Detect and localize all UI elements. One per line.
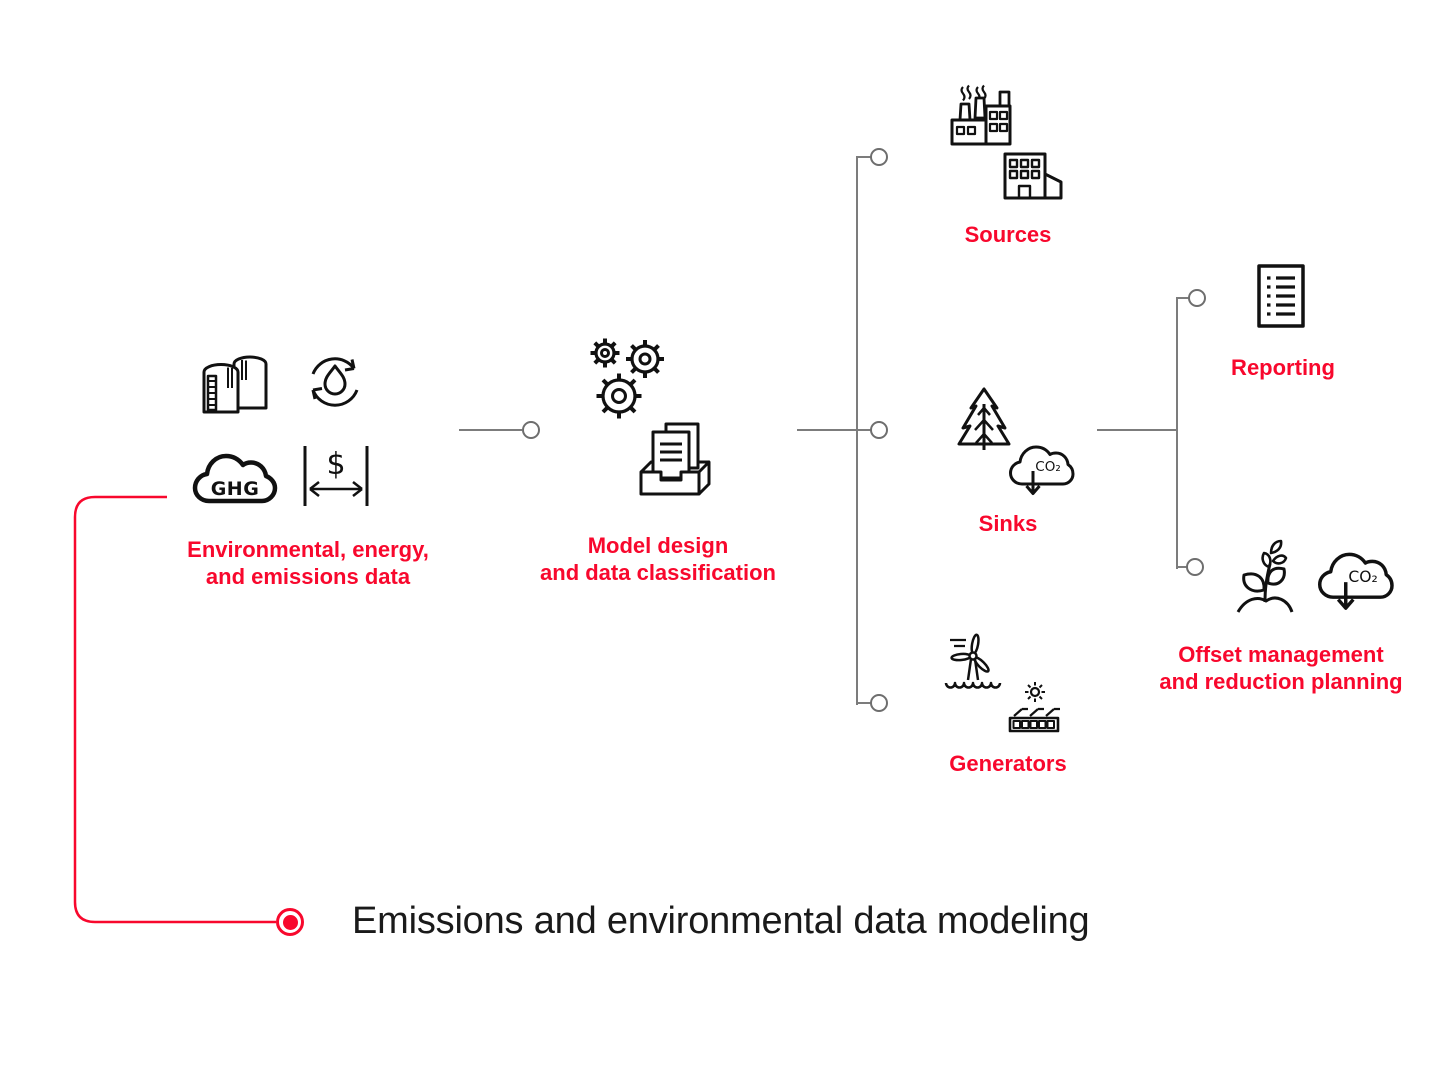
connector-line [459,429,522,431]
gears-icon [590,338,664,419]
branch-spine [1176,297,1178,569]
diagram-caption: Emissions and environmental data modelin… [352,900,1090,942]
branch-stub [856,702,871,704]
branch-spine [856,156,858,705]
branch-node-circle [870,421,888,439]
co2-absorption-cloud-icon: CO₂ [1318,552,1394,610]
label-env-data: Environmental, energy, and emissions dat… [187,537,429,589]
label-sinks: Sinks [978,511,1038,536]
report-document-icon [1257,264,1305,328]
storage-silos-icon [202,355,268,414]
label-offset-management: Offset management and reduction planning [1159,642,1403,694]
label-model-design: Model design and data classification [540,533,776,585]
connector-line [797,429,871,431]
cost-range-icon: $ [303,446,369,506]
document-drawer-icon [639,422,711,496]
branch-node-circle [870,694,888,712]
office-building-icon [1003,152,1063,200]
branch-node-circle [1186,558,1204,576]
label-sources: Sources [964,222,1052,247]
co2-label: CO₂ [1035,459,1060,475]
branch-stub [1176,566,1187,568]
factory-icon [950,84,1012,146]
dollar-glyph: $ [326,447,345,482]
solar-panel-icon [1008,682,1060,733]
branch-stub [1176,297,1189,299]
label-generators: Generators [949,751,1067,776]
legend-bullet [276,908,304,936]
branch-node-circle [870,148,888,166]
co2-absorption-cloud-icon: CO₂ [1009,445,1075,495]
branch-stub [856,156,871,158]
ghg-cloud-icon: GHG [192,453,278,504]
pine-tree-icon [957,387,1011,450]
connector-node-circle [522,421,540,439]
seedling-icon [1236,539,1294,613]
label-reporting: Reporting [1231,355,1335,380]
co2-label: CO₂ [1348,568,1377,586]
connector-line [1097,429,1178,431]
ghg-label: GHG [211,478,260,500]
water-cycle-icon [311,357,359,407]
offshore-wind-turbine-icon [944,633,1002,689]
branch-node-circle [1188,289,1206,307]
